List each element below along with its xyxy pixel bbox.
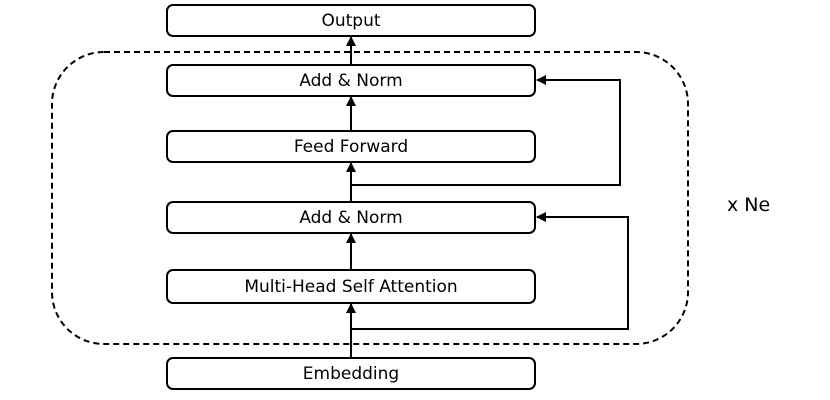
self-attention-label: Multi-Head Self Attention xyxy=(244,277,457,297)
feed-forward-block: Feed Forward xyxy=(166,130,536,163)
output-label: Output xyxy=(321,11,380,31)
embedding-block: Embedding xyxy=(166,357,536,390)
residual-connection-feedforward xyxy=(351,75,621,186)
add-norm-bottom-block: Add & Norm xyxy=(166,201,536,234)
add-norm-top-block: Add & Norm xyxy=(166,64,536,97)
feed-forward-label: Feed Forward xyxy=(294,137,408,157)
embedding-label: Embedding xyxy=(303,364,399,384)
self-attention-block: Multi-Head Self Attention xyxy=(166,269,536,304)
repeat-container xyxy=(51,51,689,345)
repeat-count-label: x Ne xyxy=(727,194,770,216)
output-block: Output xyxy=(166,4,536,37)
add-norm-bottom-label: Add & Norm xyxy=(299,208,402,228)
residual-connection-attention xyxy=(351,212,629,330)
add-norm-top-label: Add & Norm xyxy=(299,71,402,91)
